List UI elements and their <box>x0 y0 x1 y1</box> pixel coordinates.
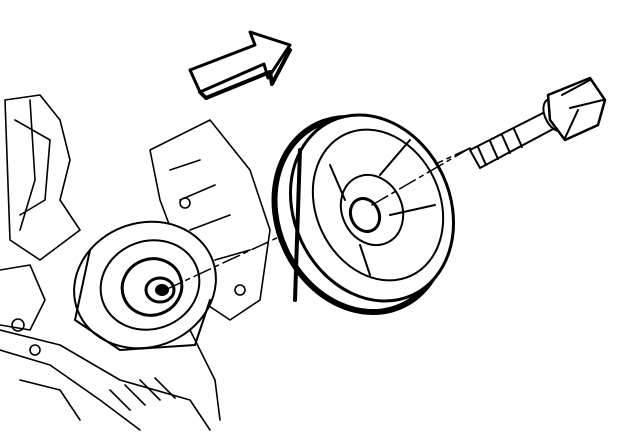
balancer-bolt <box>469 76 607 169</box>
engine-block <box>0 94 271 431</box>
front-cover-seal <box>73 220 217 351</box>
crankshaft-balancer <box>271 113 456 316</box>
centerline-through-balancer <box>371 147 471 206</box>
direction-arrow-icon <box>188 30 292 100</box>
